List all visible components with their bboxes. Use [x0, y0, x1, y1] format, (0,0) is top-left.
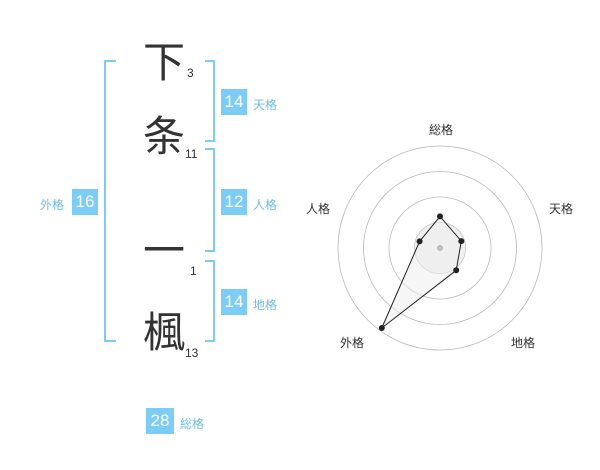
stroke-count-4: 13: [185, 346, 199, 360]
gaikaku-value-badge: 16: [72, 189, 98, 215]
radar-ring-4: [337, 145, 543, 351]
jinkaku-label: 人格: [253, 198, 278, 212]
stroke-count-1: 3: [187, 66, 194, 80]
radar-point-5: [416, 238, 423, 245]
soukaku-value-badge: 28: [146, 408, 174, 434]
stroke-count-2: 11: [185, 147, 198, 161]
radar-points: [378, 213, 465, 331]
radar-label-gaikaku: 外格: [340, 335, 364, 350]
jinkaku-bracket: [205, 148, 215, 252]
radar-series-polygon: [381, 215, 462, 329]
soukaku-label: 総格: [180, 417, 205, 431]
radar-point-3: [453, 267, 460, 274]
radar-label-soukaku: 総格: [429, 122, 453, 137]
radar-ring-3: [363, 171, 517, 325]
tenkaku-bracket: [205, 60, 215, 142]
chikaku-label: 地格: [253, 298, 278, 312]
tenkaku-value-badge: 14: [221, 89, 247, 115]
gaikaku-bracket: [104, 60, 116, 342]
radar-label-tenkaku: 天格: [549, 201, 573, 216]
radar-ring-2: [388, 196, 492, 300]
name-char-1: 下: [143, 38, 186, 87]
stroke-count-3: 1: [190, 264, 197, 278]
radar-label-chikaku: 地格: [511, 335, 535, 350]
radar-label-jinkaku: 人格: [306, 201, 330, 216]
radar-point-4: [378, 325, 385, 331]
chikaku-bracket: [205, 260, 215, 342]
tenkaku-label: 天格: [253, 98, 278, 112]
name-char-4: 楓: [143, 308, 186, 357]
radar-point-2: [458, 238, 465, 245]
radar-point-1: [437, 213, 443, 220]
radar-center-dot: [437, 245, 443, 251]
gaikaku-label: 外格: [40, 198, 65, 212]
name-char-3: 一: [143, 226, 186, 275]
name-char-2: 条: [143, 112, 186, 161]
chikaku-value-badge: 14: [221, 289, 247, 315]
jinkaku-value-badge: 12: [221, 189, 247, 215]
